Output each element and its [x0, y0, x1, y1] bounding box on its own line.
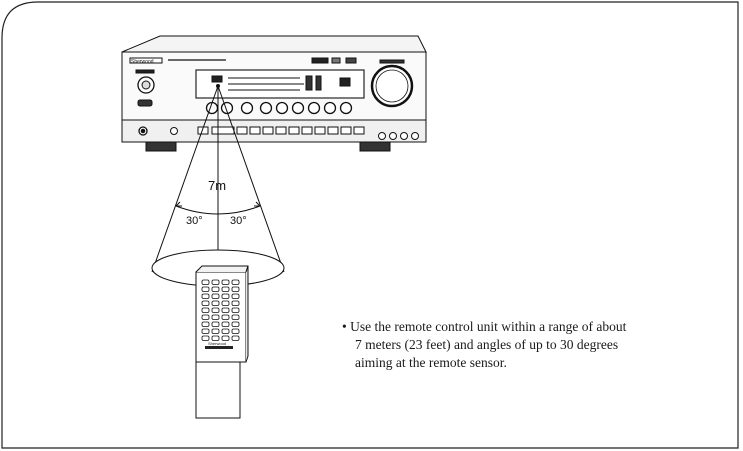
- remote-button: [201, 279, 210, 285]
- receiver-foot-left: [145, 141, 177, 152]
- remote-button: [221, 314, 230, 320]
- remote-button: [221, 307, 230, 313]
- remote-button: [201, 335, 210, 341]
- remote-button: [231, 279, 240, 285]
- control-knob-row: [205, 101, 353, 115]
- remote-button: [211, 314, 220, 320]
- angle-arc: [175, 205, 261, 215]
- remote-button: [221, 321, 230, 327]
- remote-button: [231, 335, 240, 341]
- remote-brand: Sherwood: [208, 341, 226, 346]
- remote-button: [221, 300, 230, 306]
- remote-button: [211, 279, 220, 285]
- receiver-brand: Sherwood: [131, 59, 154, 65]
- distance-label: 7m: [208, 178, 226, 193]
- remote-button: [211, 335, 220, 341]
- remote-button: [211, 300, 220, 306]
- remote-button: [231, 286, 240, 292]
- remote-button: [211, 293, 220, 299]
- bullet: •: [342, 319, 347, 334]
- remote-button: [211, 321, 220, 327]
- remote-button: [211, 328, 220, 334]
- remote-button: [201, 300, 210, 306]
- volume-knob: [370, 64, 414, 108]
- remote-button: [221, 286, 230, 292]
- receiver-top: [121, 35, 427, 53]
- remote-button: [231, 293, 240, 299]
- note-line-2: 7 meters (23 feet) and angles of up to 3…: [355, 337, 619, 352]
- remote-button: [201, 293, 210, 299]
- remote-button: [211, 307, 220, 313]
- angle-right-label: 30°: [230, 215, 247, 227]
- input-selector-buttons: [197, 126, 365, 135]
- remote-button: [201, 307, 210, 313]
- remote-button: [221, 335, 230, 341]
- remote-button-grid: [201, 279, 240, 341]
- receiver-foot-right: [359, 141, 391, 152]
- remote-button: [231, 321, 240, 327]
- receiver-bottom-rail: [121, 119, 427, 143]
- remote-button: [201, 314, 210, 320]
- remote-button: [221, 328, 230, 334]
- remote-button: [221, 279, 230, 285]
- remote-button: [201, 286, 210, 292]
- remote-button: [201, 321, 210, 327]
- remote-button: [211, 286, 220, 292]
- av-receiver: Sherwood: [121, 35, 427, 152]
- power-button: [137, 99, 153, 107]
- usage-note: • Use the remote control unit within a r…: [342, 318, 702, 372]
- remote-button: [231, 314, 240, 320]
- note-line-1: • Use the remote control unit within a r…: [342, 319, 627, 334]
- remote-button: [231, 307, 240, 313]
- angle-left-label: 30°: [186, 215, 203, 227]
- remote-button: [231, 300, 240, 306]
- remote-button: [221, 293, 230, 299]
- remote-button: [201, 328, 210, 334]
- note-line-3: aiming at the remote sensor.: [355, 355, 507, 370]
- remote-button: [231, 328, 240, 334]
